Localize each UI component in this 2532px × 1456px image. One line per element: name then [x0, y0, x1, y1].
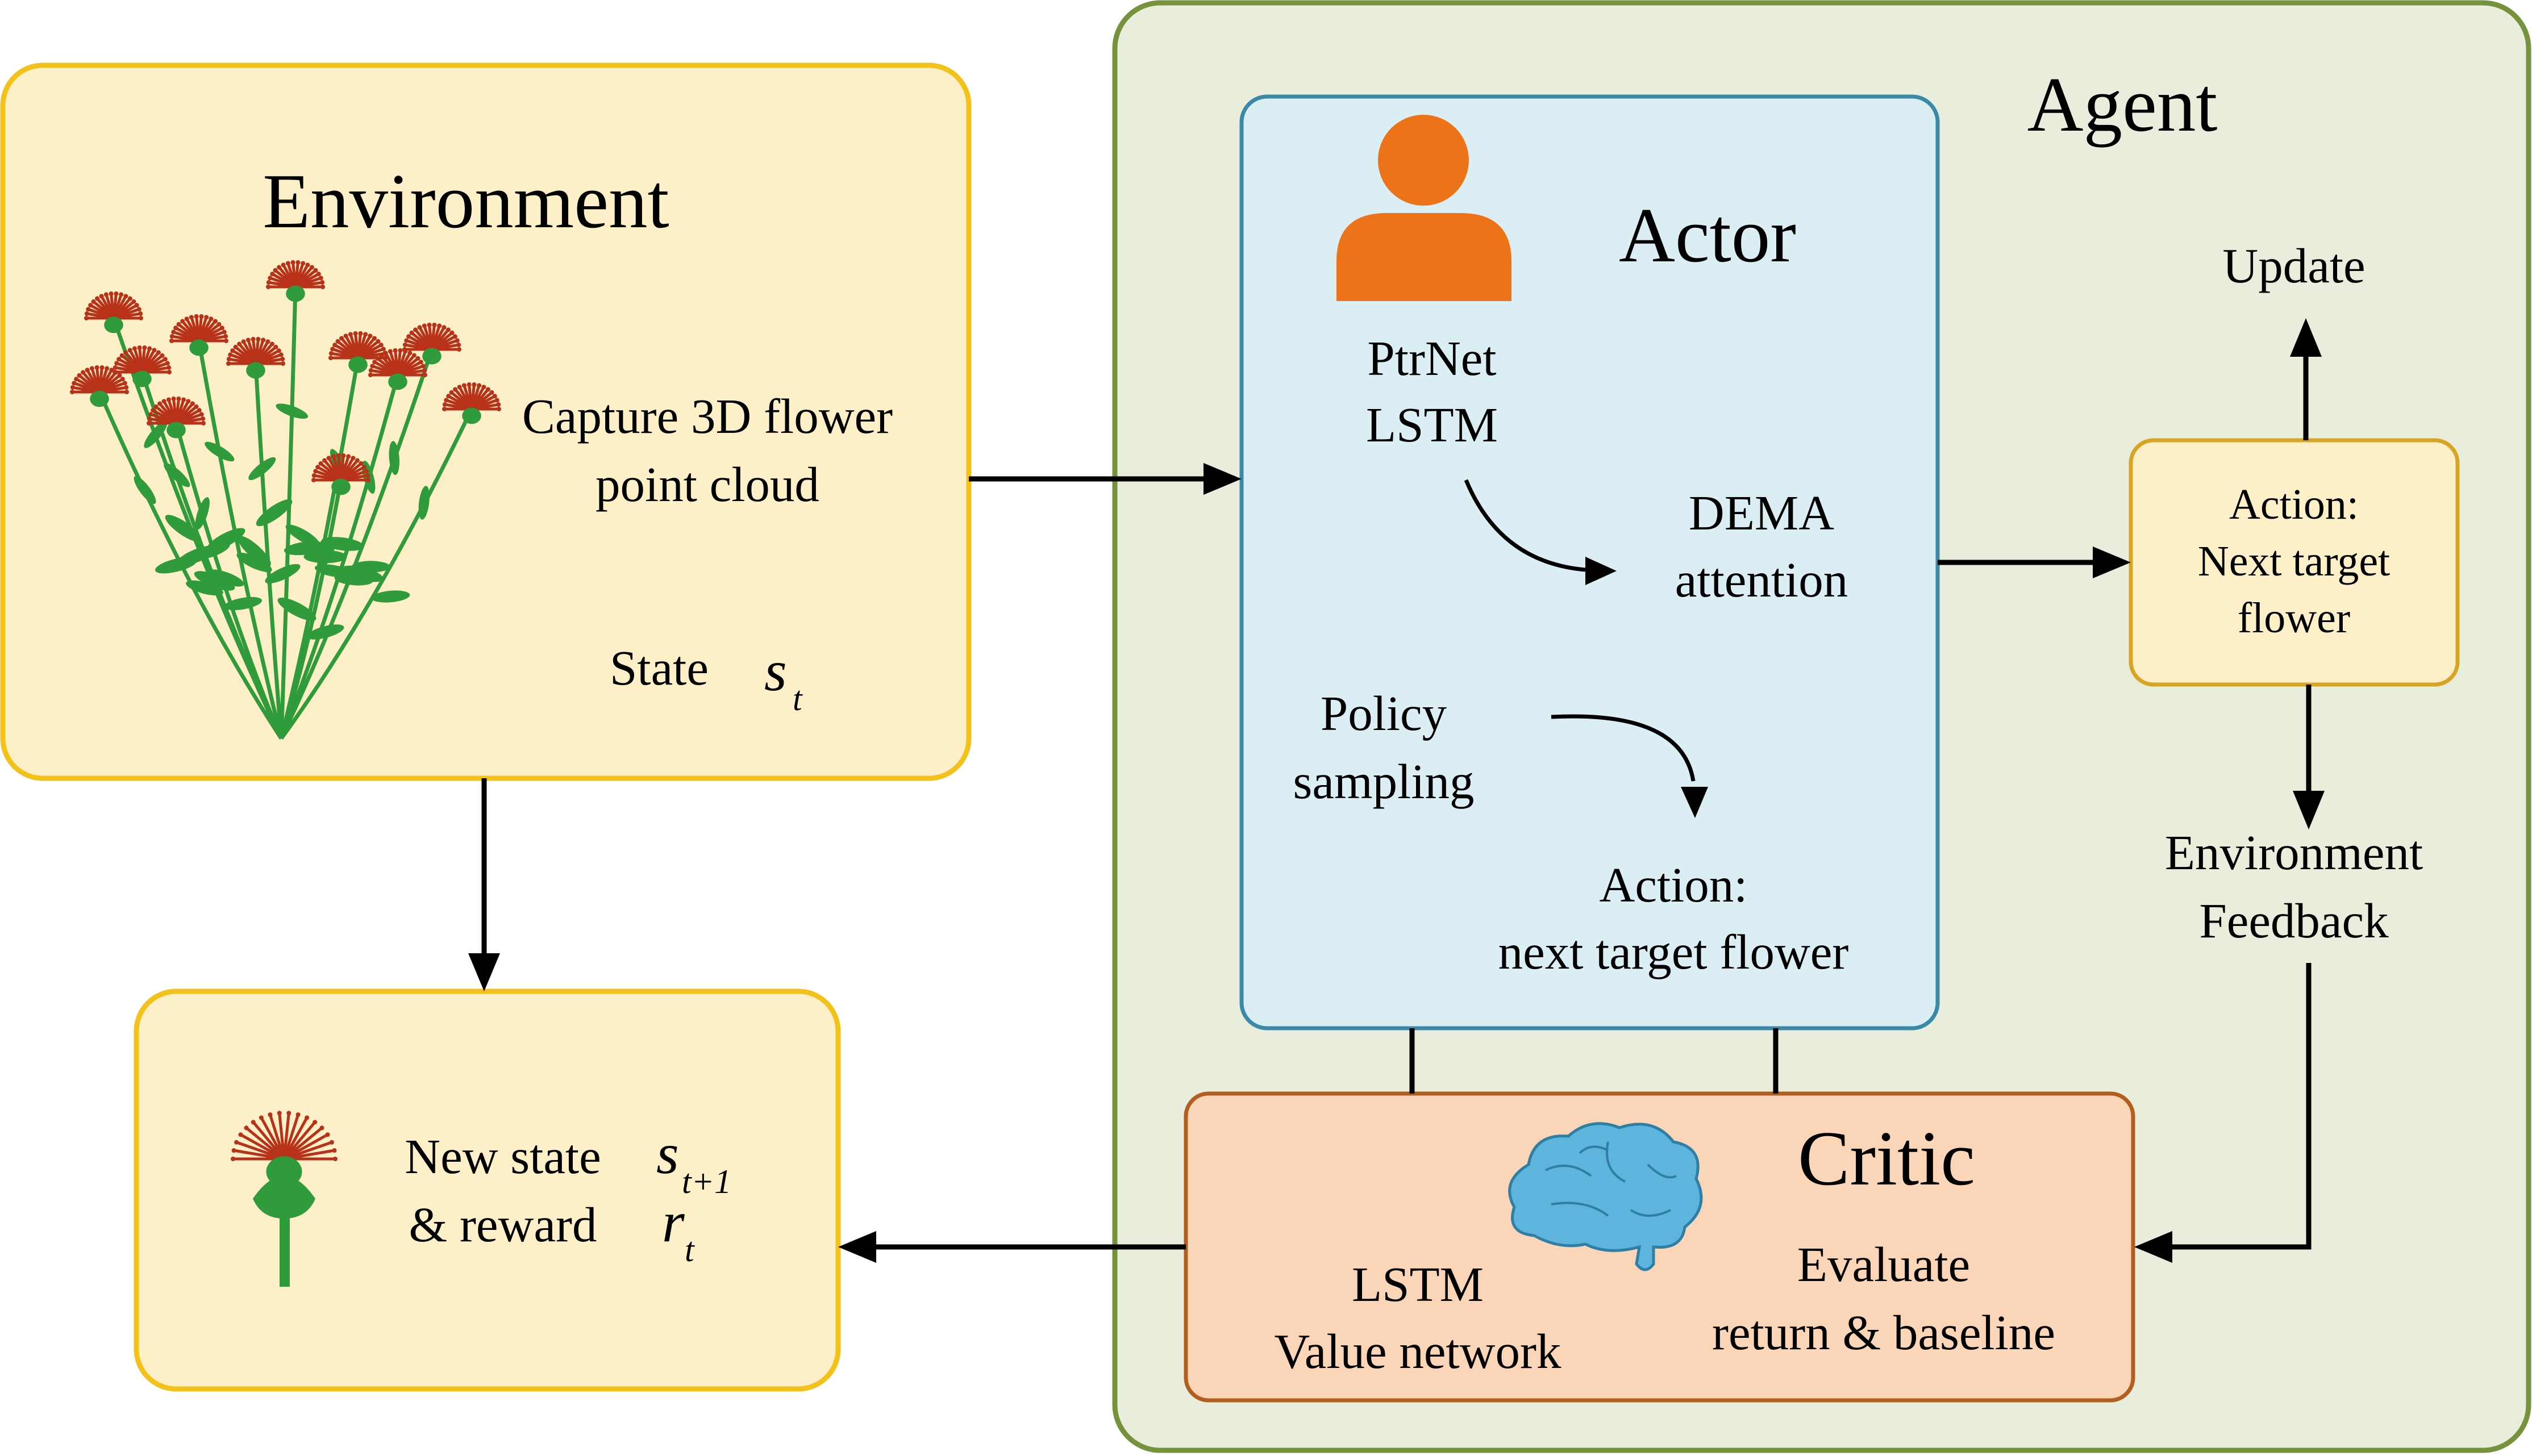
policy-to-action-arrow: [1551, 714, 1696, 782]
ptrnet-label: PtrNet: [1367, 331, 1496, 386]
action-to-update-arrowhead: [2290, 318, 2322, 357]
dema-label-line2: attention: [1675, 552, 1848, 607]
action-box-line3: flower: [2238, 594, 2350, 642]
new-state-text: New state: [405, 1129, 601, 1184]
new-state-symbol: s: [656, 1122, 679, 1186]
environment-title: Environment: [263, 158, 669, 244]
value-network-label: Value network: [1275, 1324, 1561, 1379]
update-label: Update: [2222, 238, 2365, 293]
state-symbol: s: [764, 639, 787, 703]
feedback-to-critic-line: [2171, 963, 2312, 1250]
state-label: State: [610, 640, 709, 695]
evaluate-label-line2: return & baseline: [1712, 1305, 2055, 1360]
evaluate-label-line1: Evaluate: [1797, 1237, 1970, 1292]
actor-action-line1: Action:: [1600, 857, 1748, 912]
lstm-to-dema-arrowhead: [1585, 557, 1617, 585]
feedback-label-line2: Feedback: [2199, 893, 2389, 948]
actor-title: Actor: [1619, 192, 1796, 278]
env-to-actor-arrowhead: [1203, 463, 1242, 495]
action-box-line1: Action:: [2229, 481, 2359, 528]
actor-to-action-arrowhead: [2093, 546, 2131, 578]
reward-text: & reward: [409, 1197, 597, 1252]
lstm-label: LSTM: [1366, 397, 1498, 452]
capture-label-line2: point cloud: [595, 457, 819, 512]
critic-to-newstate-arrowhead: [838, 1231, 876, 1263]
single-flower-icon: [231, 1111, 338, 1287]
capture-label-line1: Capture 3D flower: [522, 389, 893, 444]
brain-icon: [1508, 1122, 1703, 1271]
state-subscript: t: [793, 680, 803, 717]
critic-lstm-label: LSTM: [1352, 1257, 1484, 1312]
feedback-label-line1: Environment: [2165, 825, 2423, 880]
feedback-to-critic-arrowhead: [2134, 1231, 2172, 1263]
dema-label-line1: DEMA: [1689, 485, 1834, 540]
policy-to-action-arrowhead: [1681, 787, 1708, 818]
reward-subscript: t: [685, 1231, 695, 1269]
flower-plant-icon: [70, 260, 501, 740]
reward-symbol: r: [662, 1190, 685, 1254]
action-to-feedback-arrowhead: [2293, 791, 2325, 829]
agent-title: Agent: [2027, 61, 2218, 148]
policy-label-line1: Policy: [1321, 686, 1447, 741]
critic-title: Critic: [1798, 1115, 1975, 1201]
action-box-line2: Next target: [2198, 537, 2390, 585]
policy-label-line2: sampling: [1293, 754, 1475, 809]
lstm-to-dema-arrow: [1464, 479, 1586, 572]
env-to-newstate-arrowhead: [468, 953, 500, 991]
actor-action-line2: next target flower: [1498, 924, 1849, 979]
new-state-box: [134, 988, 841, 1392]
new-state-subscript: t+1: [682, 1163, 731, 1200]
person-icon: [1336, 115, 1511, 301]
